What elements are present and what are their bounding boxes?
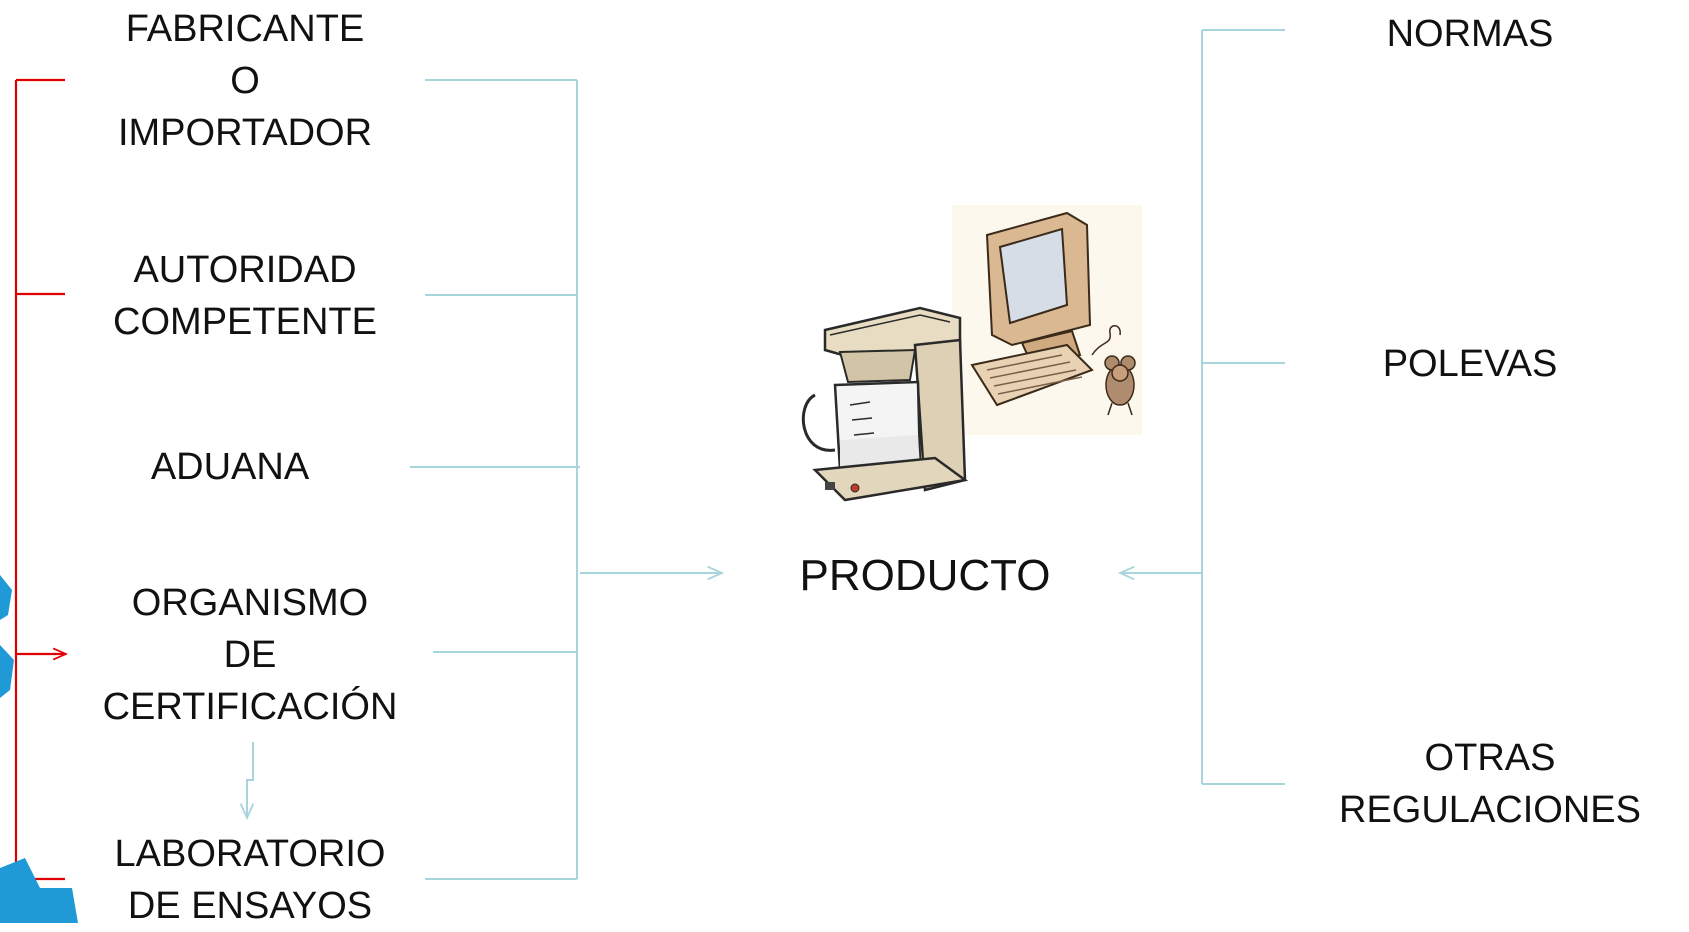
right-bracket [1201, 29, 1285, 785]
red-bracket [14, 78, 65, 881]
mouse-icon [1104, 355, 1136, 416]
computer-icon [952, 205, 1142, 435]
node-producto: PRODUCTO [799, 551, 1051, 600]
left-bracket [410, 79, 580, 880]
coffee-maker-icon [801, 306, 969, 502]
logo-corner-shape [0, 858, 78, 923]
node-normas: NORMAS [1386, 13, 1554, 55]
arrow-organismo-to-lab [247, 742, 253, 818]
node-polevas: POLEVAS [1382, 343, 1558, 385]
node-aduana: ADUANA [150, 446, 310, 488]
logo-shape [0, 575, 14, 698]
